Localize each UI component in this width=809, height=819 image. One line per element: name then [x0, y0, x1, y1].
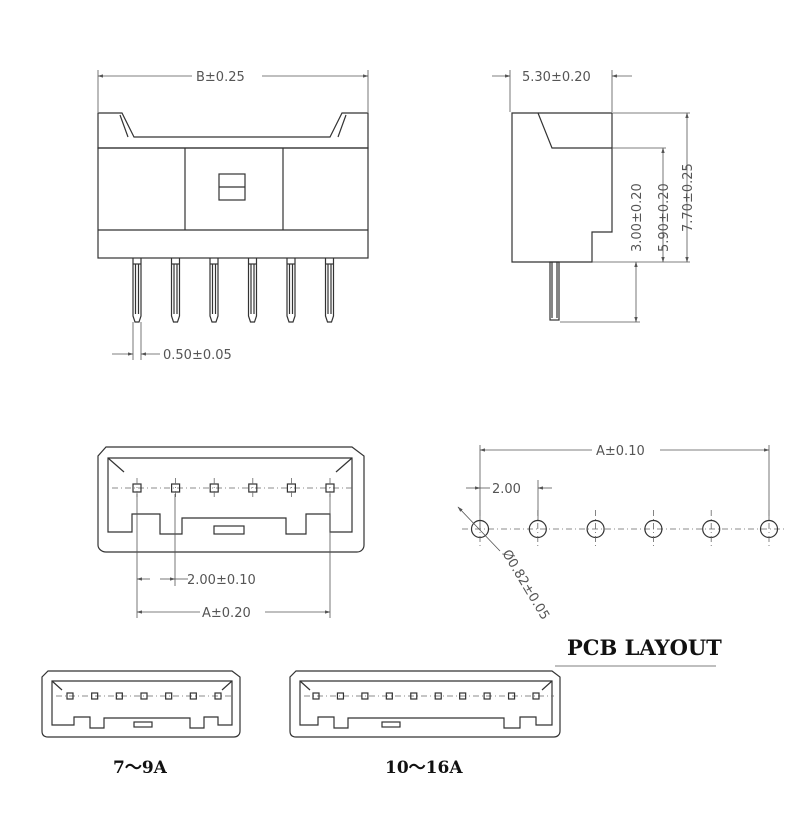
variant-large-label: 10～16A	[385, 758, 463, 778]
variant-pin	[385, 692, 393, 700]
variant-pin	[115, 692, 123, 700]
pcb-pitch-label: 2.00	[492, 482, 521, 497]
variant-pin	[507, 692, 516, 700]
front-pin	[132, 258, 142, 323]
total-height-label: 7.70±0.25	[681, 163, 696, 232]
top-span-label: A±0.20	[202, 606, 251, 621]
variant-pin	[165, 692, 173, 700]
pcb-hole	[702, 510, 721, 548]
variant-pin	[434, 692, 442, 700]
top-pin	[171, 478, 181, 498]
pcb-layout: A±0.10 2.00 Ø0.82±0.05 PCB LAYOUT	[457, 444, 785, 667]
front-pin	[170, 258, 181, 323]
variant-pin	[483, 692, 491, 700]
variant-pin	[361, 692, 369, 700]
variant-pin	[459, 692, 467, 700]
variant-pin	[312, 692, 320, 700]
side-view: 5.30±0.20 3.00±0.20 5.90±0.20 7.70±0.25	[492, 70, 696, 323]
variant-pin	[140, 692, 148, 700]
pcb-hole-label: Ø0.82±0.05	[499, 547, 553, 622]
front-view: B±0.25 0.50±0.05	[97, 70, 369, 363]
front-pin	[286, 258, 296, 323]
front-pins	[132, 258, 335, 323]
pcb-layout-title: PCB LAYOUT	[567, 635, 722, 660]
pcb-holes	[470, 510, 779, 548]
variant-pin	[410, 692, 418, 700]
variant-pin	[91, 692, 99, 700]
variant-small-pins	[66, 692, 222, 700]
variant-pin	[66, 692, 74, 700]
variant-small: 7～9A	[41, 670, 241, 778]
pcb-hole	[586, 510, 605, 548]
front-pin	[324, 258, 335, 323]
variant-pin	[189, 692, 197, 700]
variant-large-pins	[312, 692, 540, 700]
top-view: 2.00±0.10 A±0.20	[97, 446, 365, 621]
pin-width-label: 0.50±0.05	[163, 348, 232, 363]
front-width-label: B±0.25	[196, 70, 245, 85]
pcb-span-label: A±0.10	[596, 444, 645, 459]
pcb-hole	[644, 510, 663, 548]
top-pin	[248, 478, 258, 498]
top-pins	[132, 478, 335, 498]
pcb-hole	[528, 510, 547, 548]
variant-pin	[532, 692, 540, 700]
variant-pin	[214, 692, 222, 700]
top-pin	[286, 478, 296, 498]
pcb-hole	[759, 510, 779, 548]
side-depth-label: 5.30±0.20	[522, 70, 591, 85]
pcb-hole	[470, 510, 490, 548]
variant-small-label: 7～9A	[113, 758, 168, 778]
variant-pin	[336, 692, 345, 700]
top-pin	[209, 478, 219, 498]
front-pin	[247, 258, 258, 323]
front-pin	[209, 258, 219, 323]
body-height-label: 5.90±0.20	[657, 183, 672, 252]
top-pitch-label: 2.00±0.10	[187, 573, 256, 588]
variant-large: 10～16A	[289, 670, 561, 778]
pin-height-label: 3.00±0.20	[630, 183, 645, 252]
